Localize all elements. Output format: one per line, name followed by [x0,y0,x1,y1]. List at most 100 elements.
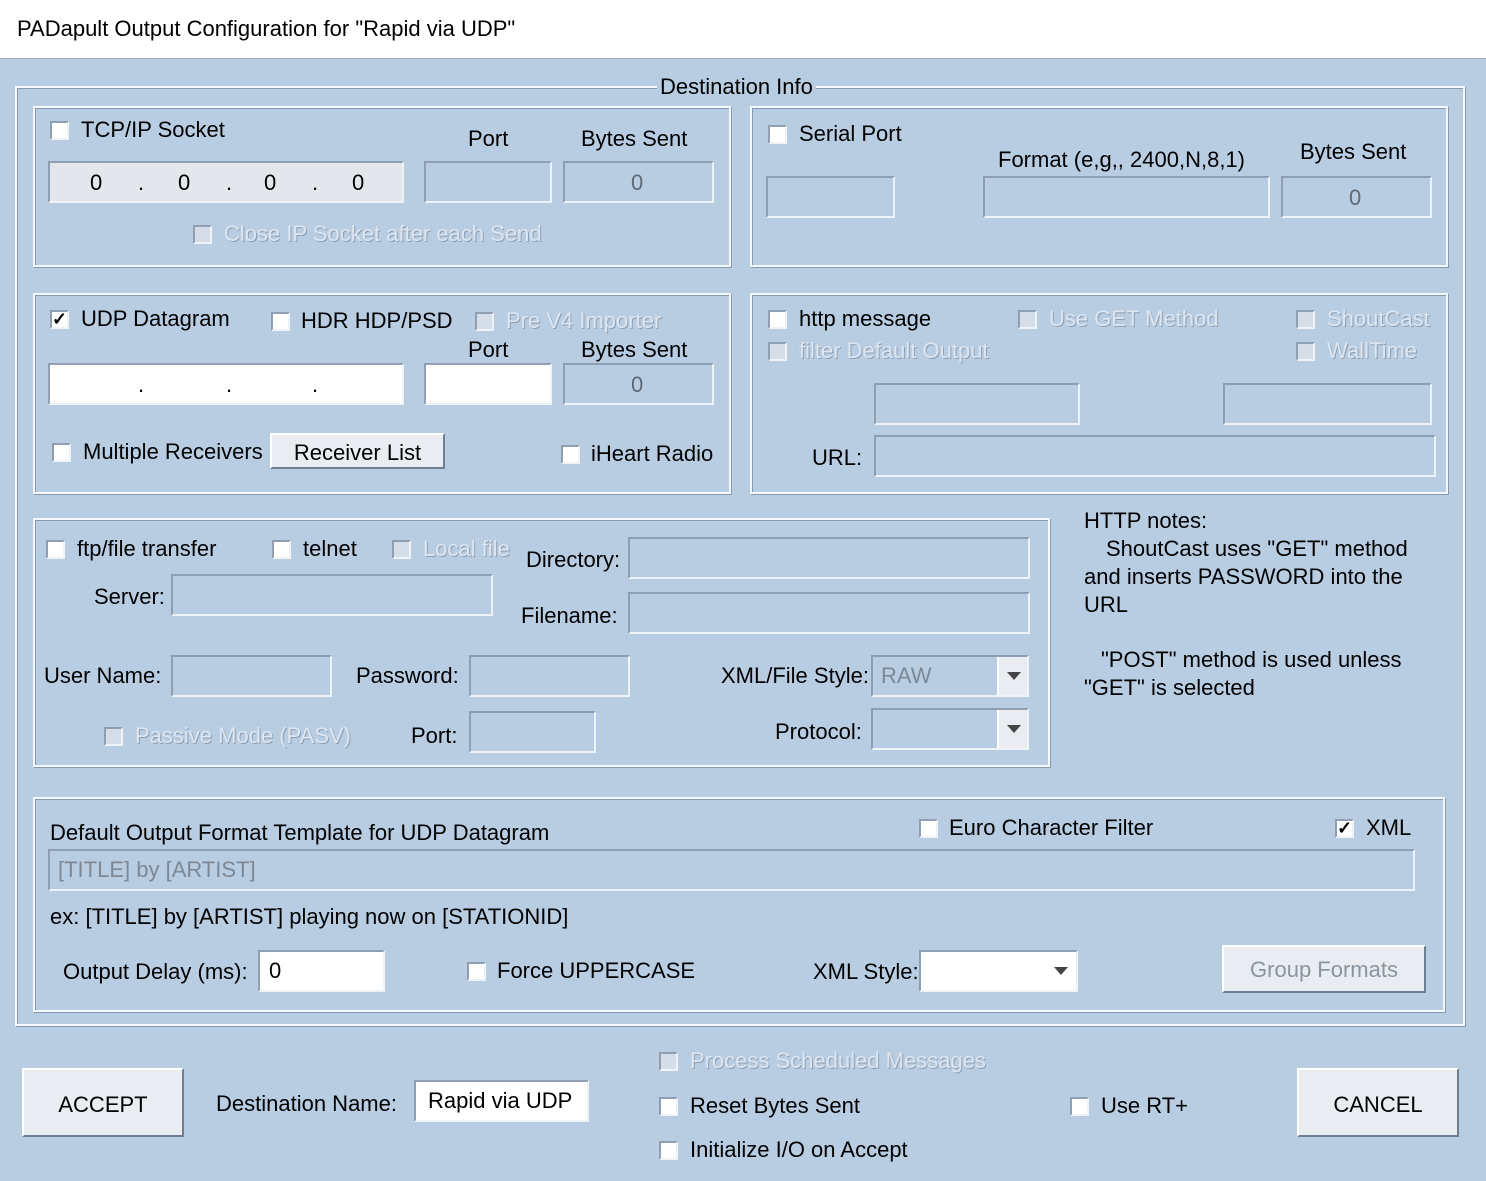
euro-checkbox[interactable] [919,819,938,838]
passive-checkbox[interactable] [104,727,123,746]
format-group [33,797,1445,1012]
udp-bytes-field: 0 [563,363,714,405]
window-title: PADapult Output Configuration for "Rapid… [17,16,516,41]
telnet-label: telnet [303,536,357,561]
xml-file-style-label: XML/File Style: [721,663,869,688]
iheart-label-text: iHeart Radio [591,441,714,466]
initialize-checkbox[interactable] [659,1141,678,1160]
xml-checkbox[interactable]: ✓ [1335,818,1354,838]
walltime-label: WallTime [1327,338,1418,363]
hdr-label: HDR HDP/PSD [301,308,453,333]
use-rt-label: Use RT+ [1101,1093,1189,1118]
template-field[interactable]: [TITLE] by [ARTIST] [48,849,1415,891]
receiver-list-button[interactable]: Receiver List [270,433,445,469]
tcp-ip-dot: . [138,170,145,195]
serial-bytes-field: 0 [1281,176,1432,218]
ftp-group [33,518,1050,767]
serial-format-field[interactable] [983,176,1270,218]
output-delay-field[interactable]: 0 [258,950,385,992]
group-formats-button[interactable]: Group Formats [1222,945,1426,993]
chevron-down-icon[interactable] [997,657,1027,695]
cancel-button[interactable]: CANCEL [1297,1068,1459,1137]
udp-label-text: UDP Datagram [81,306,230,331]
serial-port-field[interactable] [766,176,895,218]
serial-bytes-value: 0 [1349,185,1362,210]
tcp-group [33,106,731,267]
udp-port-field[interactable] [424,363,552,405]
euro-label: Euro Character Filter [949,815,1154,840]
use-get-checkbox[interactable] [1018,310,1037,329]
filter-default-checkbox[interactable] [768,342,787,361]
udp-ip-field[interactable]: . . . [48,363,404,405]
xml-style-label: XML Style: [813,959,919,984]
serial-checkbox[interactable] [768,125,787,144]
http-field-1[interactable] [874,383,1080,425]
destination-name-label: Destination Name: [216,1091,397,1116]
password-field[interactable] [469,655,630,697]
udp-ip-dot: . [226,372,233,397]
iheart-label: iHeart Radio [591,441,715,467]
udp-ip-dot: . [138,372,145,397]
chevron-down-icon[interactable] [1046,952,1076,990]
output-delay-label: Output Delay (ms): [63,959,248,984]
tcp-ip-dot: . [312,170,319,195]
template-label: Default Output Format Template for UDP D… [50,820,550,845]
filename-field[interactable] [628,592,1030,634]
filter-default-label: filter Default Output [799,338,989,363]
group-formats-button-label: Group Formats [1250,957,1398,982]
close-socket-checkbox[interactable] [193,225,212,244]
protocol-dropdown[interactable] [871,708,1029,750]
serial-label: Serial Port [799,121,902,146]
accept-button[interactable]: ACCEPT [22,1068,184,1137]
local-file-label: Local file [423,536,510,561]
process-scheduled-checkbox[interactable] [659,1052,678,1071]
serial-format-label: Format (e,g,, 2400,N,8,1) [998,147,1245,172]
tcp-port-label: Port [468,126,509,151]
server-field[interactable] [171,574,493,616]
use-rt-checkbox[interactable] [1070,1097,1089,1116]
pre-v4-label: Pre V4 Importer [506,308,662,333]
tcp-port-field[interactable] [424,161,552,203]
passive-label: Passive Mode (PASV) [135,723,352,748]
hdr-checkbox[interactable] [271,312,290,331]
accept-button-label: ACCEPT [58,1092,148,1117]
shoutcast-checkbox[interactable] [1296,310,1315,329]
xml-file-style-dropdown[interactable]: RAW [871,655,1029,697]
http-field-2[interactable] [1223,383,1432,425]
multiple-receivers-checkbox[interactable] [52,443,71,462]
ftp-port-label: Port: [411,723,458,748]
username-field[interactable] [171,655,332,697]
walltime-checkbox[interactable] [1296,342,1315,361]
chevron-down-icon[interactable] [997,710,1027,748]
ftp-port-field[interactable] [469,711,596,753]
force-upper-checkbox[interactable] [467,962,486,981]
url-field[interactable] [874,435,1436,477]
template-value: [TITLE] by [ARTIST] [58,857,256,882]
xml-file-style-value: RAW [881,663,932,688]
directory-field[interactable] [628,537,1030,579]
udp-bytes-label: Bytes Sent [581,337,688,362]
destination-name-field[interactable]: Rapid via UDP [414,1080,589,1122]
destination-name-value: Rapid via UDP [428,1088,573,1113]
serial-group [750,106,1448,267]
http-label: http message [799,306,932,331]
ftp-checkbox[interactable] [46,540,65,559]
tcp-ip-field[interactable]: 0 . 0 . 0 . 0 [48,161,404,203]
http-checkbox[interactable] [768,310,787,329]
telnet-checkbox[interactable] [272,540,291,559]
tcp-checkbox[interactable] [50,121,69,140]
reset-bytes-checkbox[interactable] [659,1097,678,1116]
iheart-checkbox[interactable] [561,445,580,464]
shoutcast-label: ShoutCast [1327,306,1430,331]
http-notes-line2: and inserts PASSWORD into the [1084,564,1403,589]
xml-style-dropdown[interactable] [919,950,1078,992]
local-file-checkbox[interactable] [392,540,411,559]
http-notes-line1: ShoutCast uses "GET" method [1106,536,1408,561]
http-notes-line3: URL [1084,592,1129,617]
reset-bytes-label: Reset Bytes Sent [690,1093,860,1118]
tcp-ip-octet-1: 0 [90,170,103,195]
udp-checkbox[interactable]: ✓ [50,309,69,329]
process-scheduled-label: Process Scheduled Messages [690,1048,986,1073]
pre-v4-checkbox[interactable] [475,312,494,331]
filename-label: Filename: [521,603,618,628]
